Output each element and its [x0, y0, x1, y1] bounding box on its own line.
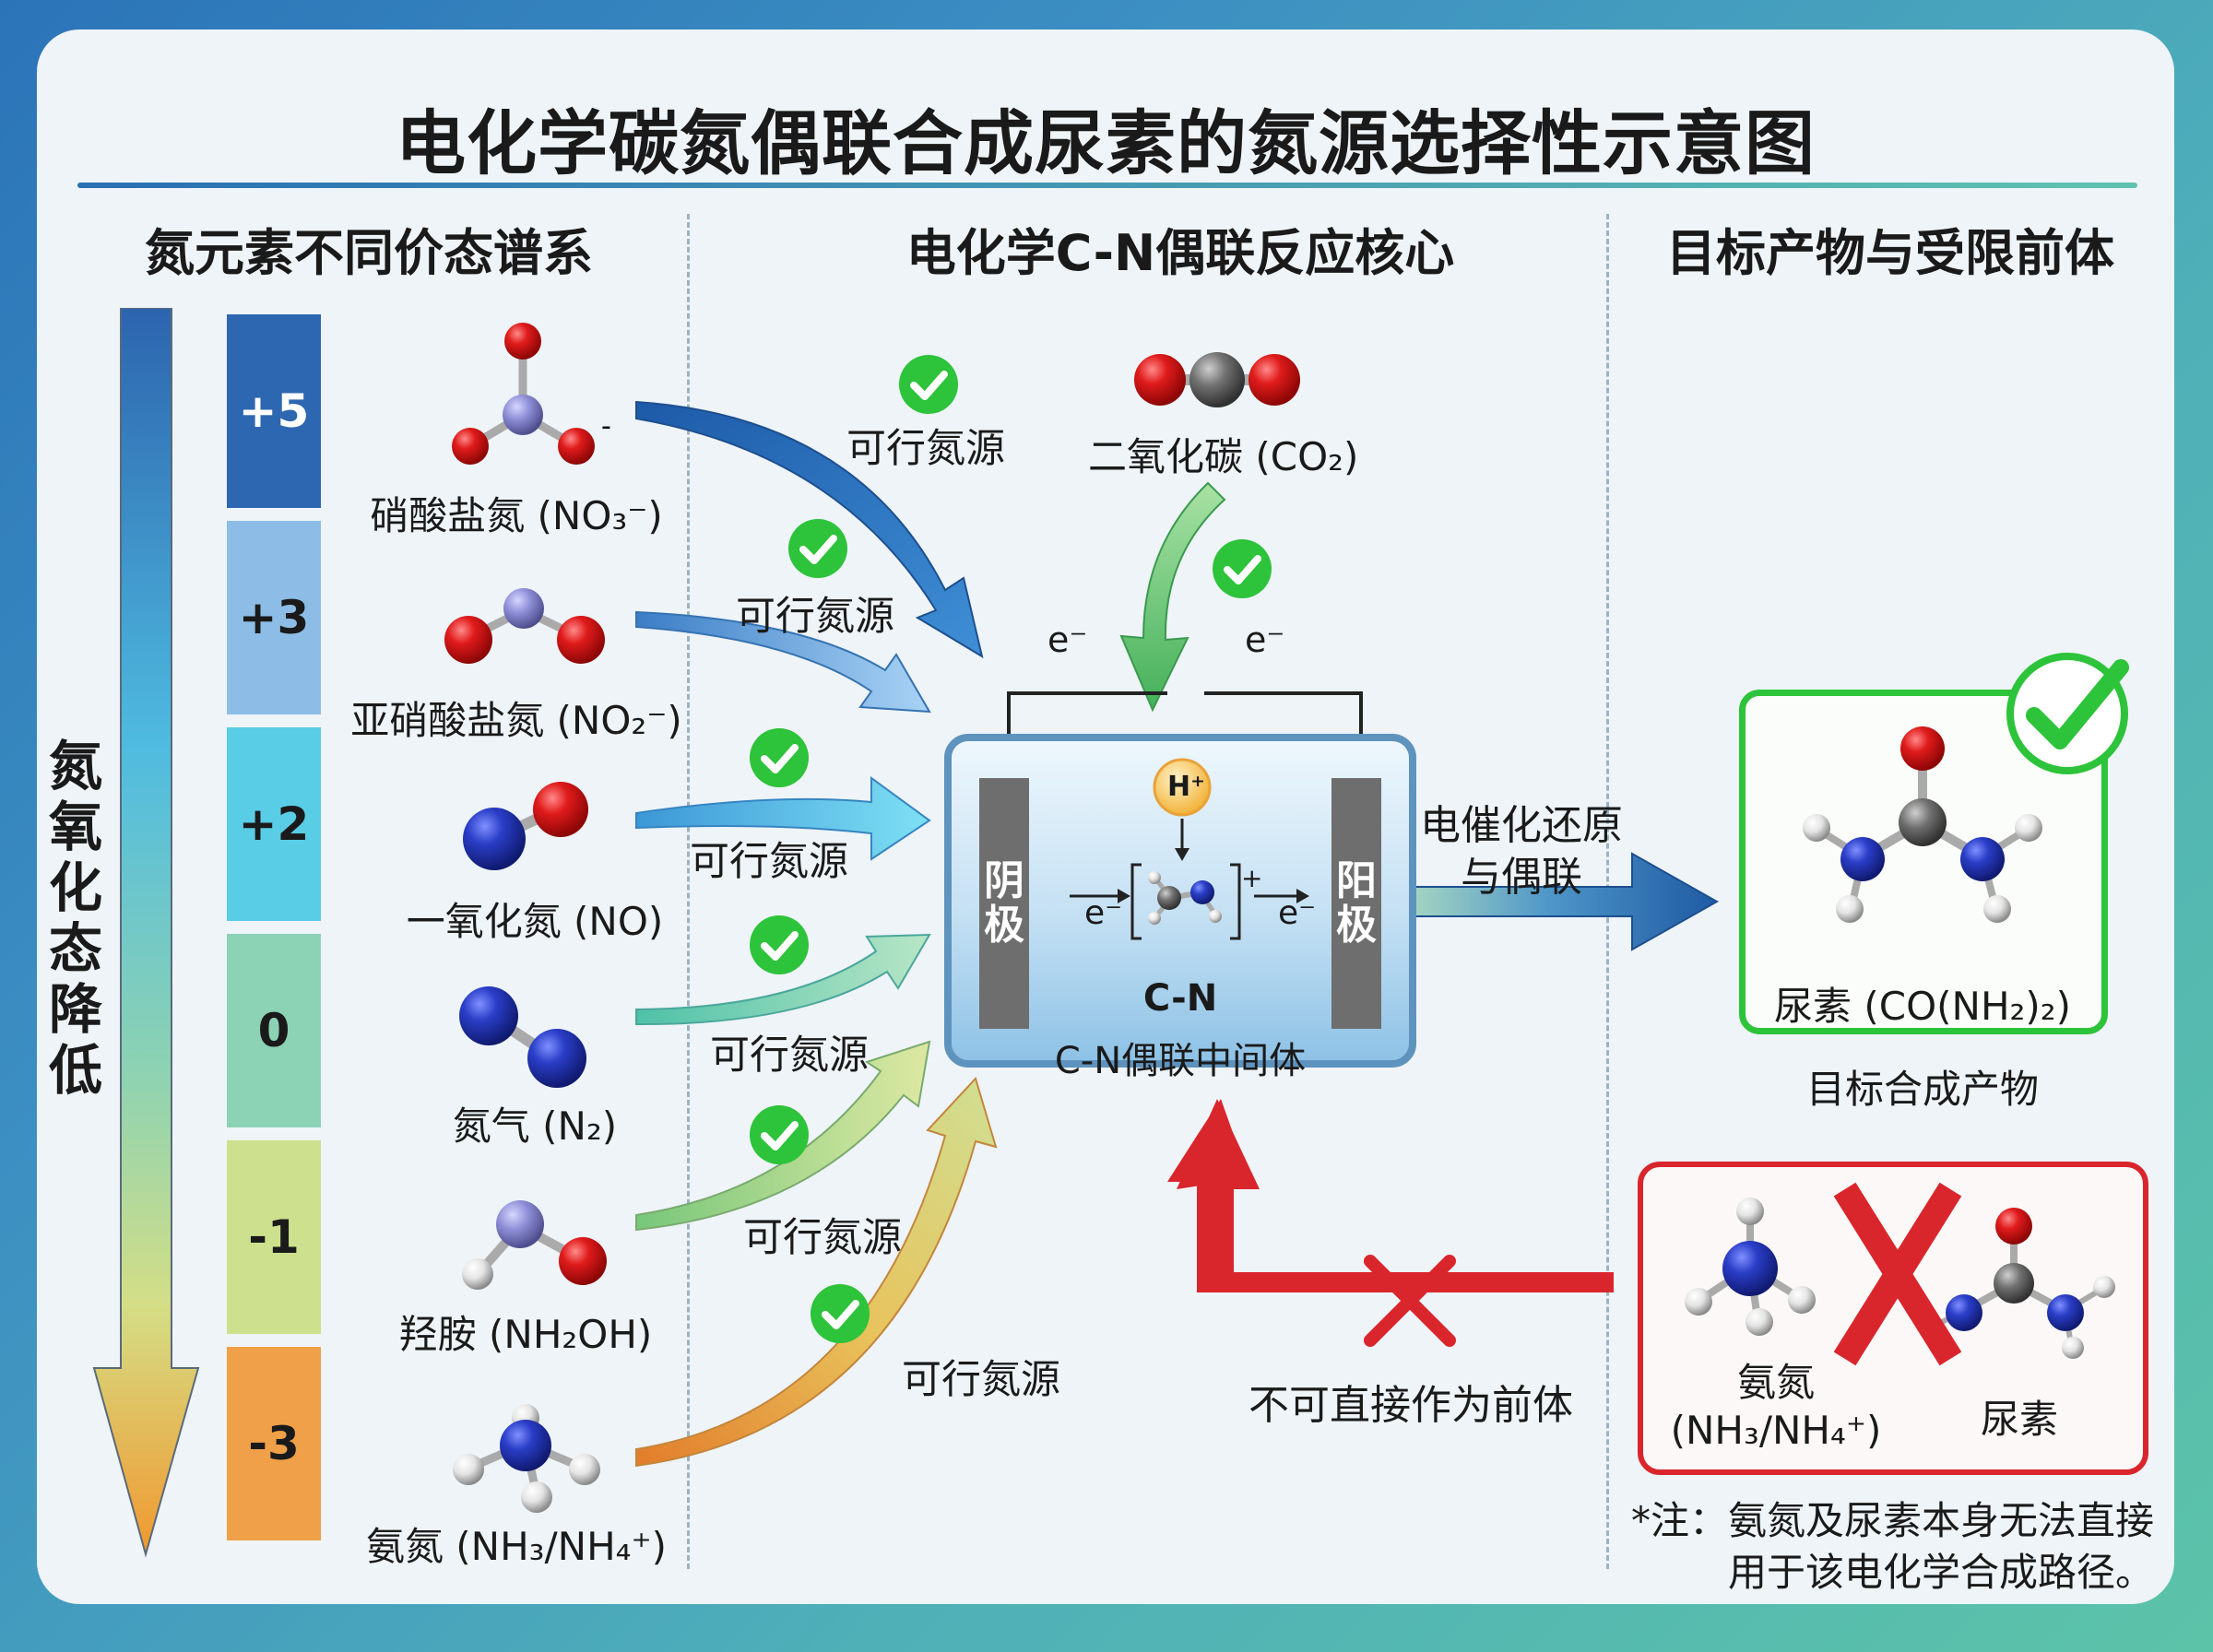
section-heading-left: 氮元素不同价态谱系	[145, 224, 593, 282]
ox-state-plus2: +2	[227, 727, 321, 921]
restricted-ammonia-label: 氨氮 (NH₃/NH₄⁺)	[1670, 1360, 1882, 1453]
restricted-urea-label: 尿素	[1980, 1397, 2058, 1442]
footnote: *注：氨氮及尿素本身无法直接 用于该电化学合成路径。	[1630, 1498, 2154, 1595]
nitrogen-gas-molecule-icon	[459, 986, 586, 1088]
cn-bond-label: C-N	[1142, 977, 1218, 1020]
feasible-label-nitric-oxide: 可行氮源	[690, 839, 848, 885]
check-icon	[899, 355, 958, 414]
ox-state-minus1: -1	[227, 1140, 321, 1334]
cell-electron-out: e⁻	[1278, 894, 1317, 932]
feasible-label-hydroxylamine: 可行氮源	[743, 1215, 902, 1261]
axis-label: 氮氧化态降低	[48, 735, 102, 1102]
cn-intermediate-graphic	[1070, 758, 1309, 940]
reject-x-icon	[1364, 1255, 1456, 1347]
ox-state-zero: 0	[227, 934, 321, 1127]
product-check-icon	[2006, 653, 2129, 774]
ammonia-molecule-icon	[453, 1404, 600, 1513]
circuit-electron-right: e⁻	[1245, 620, 1285, 660]
check-icon	[750, 728, 809, 787]
page-title: 电化学碳氮偶联合成尿素的氮源选择性示意图	[396, 102, 1816, 184]
restricted-molecules-graphic	[1685, 1182, 2115, 1366]
feasible-label-ammonia: 可行氮源	[902, 1357, 1060, 1403]
product-label: 尿素 (CO(NH₂)₂)	[1774, 984, 2071, 1029]
species-label-nitrate: 硝酸盐氮 (NO₃⁻)	[370, 493, 663, 538]
diagram-card: 电化学碳氮偶联合成尿素的氮源选择性示意图 氮元素不同价态谱系 电化学C-N偶联反…	[37, 30, 2174, 1604]
ox-state-plus5: +5	[227, 314, 321, 508]
restricted-arrow-label: 不可直接作为前体	[1249, 1382, 1573, 1429]
species-label-nitric-oxide: 一氧化氮 (NO)	[406, 899, 664, 944]
cathode-electrode: 阴极	[979, 778, 1029, 1029]
circuit-electron-left: e⁻	[1047, 620, 1088, 660]
section-heading-middle: 电化学C-N偶联反应核心	[905, 224, 1455, 282]
check-icon	[750, 1105, 809, 1164]
ox-state-plus3: +3	[227, 521, 321, 714]
hydroxylamine-molecule-icon	[462, 1200, 607, 1290]
ox-state-minus3: -3	[227, 1347, 321, 1540]
nitrite-molecule-icon	[444, 588, 605, 664]
intermediate-label: C-N偶联中间体	[1054, 1040, 1307, 1082]
feed-arrows	[635, 400, 1720, 1468]
divider-left	[687, 214, 690, 1569]
urea-molecule-icon	[1803, 726, 2042, 923]
species-label-nitrite: 亚硝酸盐氮 (NO₂⁻)	[350, 698, 682, 743]
co2-label: 二氧化碳 (CO₂)	[1088, 434, 1359, 479]
oxidation-decrease-arrow	[92, 308, 200, 1558]
feasible-label-nitrogen-gas: 可行氮源	[710, 1032, 869, 1079]
feasible-label-nitrate: 可行氮源	[846, 426, 1005, 472]
check-icon	[1213, 539, 1272, 598]
species-label-hydroxylamine: 羟胺 (NH₂OH)	[398, 1312, 653, 1357]
title-divider	[77, 183, 2137, 188]
product-caption: 目标合成产物	[1805, 1067, 2039, 1112]
nitrate-molecule-icon: -	[452, 323, 611, 465]
proton-label: H⁺	[1167, 771, 1205, 803]
intermediate-charge: +	[1241, 863, 1263, 893]
process-label: 电催化还原与偶联	[1420, 802, 1623, 901]
species-label-nitrogen-gas: 氮气 (N₂)	[452, 1103, 618, 1149]
check-icon	[811, 1284, 870, 1343]
anode-electrode: 阳极	[1331, 778, 1381, 1029]
svg-text:-: -	[601, 410, 611, 442]
section-heading-right: 目标产物与受限前体	[1666, 224, 2114, 282]
cell-electron-in: e⁻	[1084, 894, 1123, 932]
external-circuit	[1007, 691, 1363, 750]
feasible-label-nitrite: 可行氮源	[736, 594, 894, 640]
species-label-ammonia: 氨氮 (NH₃/NH₄⁺)	[365, 1524, 668, 1569]
check-icon	[750, 915, 809, 974]
nitric-oxide-molecule-icon	[463, 782, 588, 870]
check-icon	[788, 519, 847, 578]
co2-molecule-icon	[1134, 352, 1300, 407]
